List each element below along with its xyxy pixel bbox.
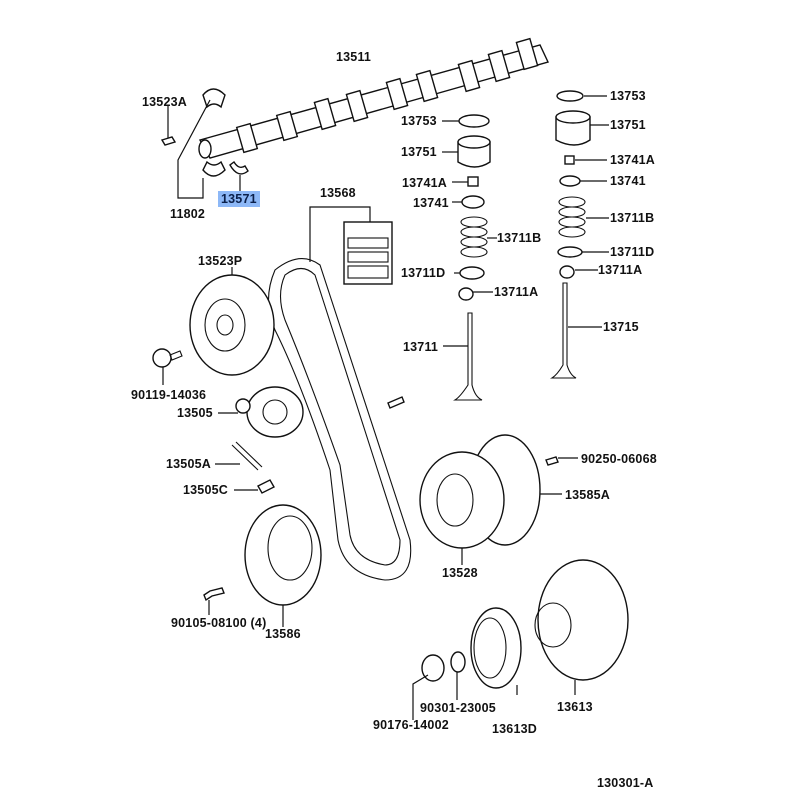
label-tension-spring[interactable]: 13505A bbox=[166, 457, 211, 471]
label-exhaust-lifter[interactable]: 13751 bbox=[610, 118, 646, 132]
label-bearing-set[interactable]: 11802 bbox=[170, 207, 206, 221]
label-crank-timing-pulley[interactable]: 13528 bbox=[442, 566, 478, 580]
timing-belt-drawing bbox=[267, 258, 412, 581]
label-intake-seal[interactable]: 13711A bbox=[494, 285, 539, 299]
label-exhaust-keeper[interactable]: 13741A bbox=[610, 153, 655, 167]
label-timing-belt[interactable]: 13568 bbox=[320, 186, 356, 200]
crank-pulley-bolt-drawing bbox=[203, 587, 225, 602]
bearing-lower-drawing bbox=[202, 160, 226, 177]
label-intake-retainer[interactable]: 13741 bbox=[413, 196, 449, 210]
crank-pulley-small-drawing bbox=[244, 504, 322, 606]
damper-pulley-drawing bbox=[537, 559, 629, 681]
pulley-bolt-drawing bbox=[152, 348, 172, 368]
label-intake-valve[interactable]: 13711 bbox=[403, 340, 439, 354]
label-pulley-bolt[interactable]: 90119-14036 bbox=[131, 388, 207, 402]
pin-90250-drawing bbox=[545, 456, 559, 466]
label-exhaust-seat[interactable]: 13711D bbox=[610, 245, 655, 259]
oil-seal-drawing bbox=[470, 607, 522, 689]
spring-bolt-drawing bbox=[257, 479, 275, 494]
label-intake-shim[interactable]: 13753 bbox=[401, 114, 437, 128]
label-crank-bolt[interactable]: 90176-14002 bbox=[373, 718, 449, 732]
washer-drawing bbox=[450, 651, 466, 673]
label-crank-pulley-bolt[interactable]: 90105-08100 (4) bbox=[171, 616, 267, 630]
exhaust-valve-stack-drawing bbox=[550, 90, 609, 379]
label-oil-seal[interactable]: 13613D bbox=[492, 722, 537, 736]
intake-valve-stack-drawing bbox=[442, 114, 497, 401]
label-cam-pin[interactable]: 13523A bbox=[142, 95, 187, 109]
label-washer[interactable]: 90301-23005 bbox=[420, 701, 496, 715]
label-idler-pulley[interactable]: 13505 bbox=[177, 406, 213, 420]
label-intake-lifter[interactable]: 13751 bbox=[401, 145, 437, 159]
label-crank-gear-plate[interactable]: 13585A bbox=[565, 488, 610, 502]
label-exhaust-spring[interactable]: 13711B bbox=[610, 211, 655, 225]
belt-label-card bbox=[343, 221, 393, 285]
diagram-code: 130301-A bbox=[597, 776, 654, 790]
label-crank-pulley-small[interactable]: 13586 bbox=[265, 627, 301, 641]
thrust-washer-drawing bbox=[229, 160, 249, 175]
crank-bolt-drawing bbox=[421, 654, 445, 682]
label-thrust-washer-highlighted[interactable]: 13571 bbox=[218, 191, 260, 207]
label-cam-pulley[interactable]: 13523P bbox=[198, 254, 243, 268]
label-intake-keeper[interactable]: 13741A bbox=[402, 176, 447, 190]
tension-spring-drawing bbox=[231, 441, 263, 471]
label-camshaft[interactable]: 13511 bbox=[336, 50, 372, 64]
label-pin[interactable]: 90250-06068 bbox=[581, 452, 657, 466]
label-exhaust-retainer[interactable]: 13741 bbox=[610, 174, 646, 188]
pin-drawing bbox=[160, 136, 177, 146]
label-exhaust-shim[interactable]: 13753 bbox=[610, 89, 646, 103]
label-damper-pulley[interactable]: 13613 bbox=[557, 700, 593, 714]
label-exhaust-seal[interactable]: 13711A bbox=[598, 263, 643, 277]
label-exhaust-valve[interactable]: 13715 bbox=[603, 320, 639, 334]
label-intake-spring[interactable]: 13711B bbox=[497, 231, 542, 245]
crank-timing-pulley-drawing bbox=[419, 451, 505, 549]
label-intake-seat[interactable]: 13711D bbox=[401, 266, 446, 280]
cam-pulley-drawing bbox=[189, 274, 275, 376]
label-spring-bolt[interactable]: 13505C bbox=[183, 483, 228, 497]
idler-pulley-drawing bbox=[246, 386, 304, 438]
camshaft-drawing bbox=[198, 37, 549, 159]
bearing-upper-drawing bbox=[202, 88, 226, 109]
